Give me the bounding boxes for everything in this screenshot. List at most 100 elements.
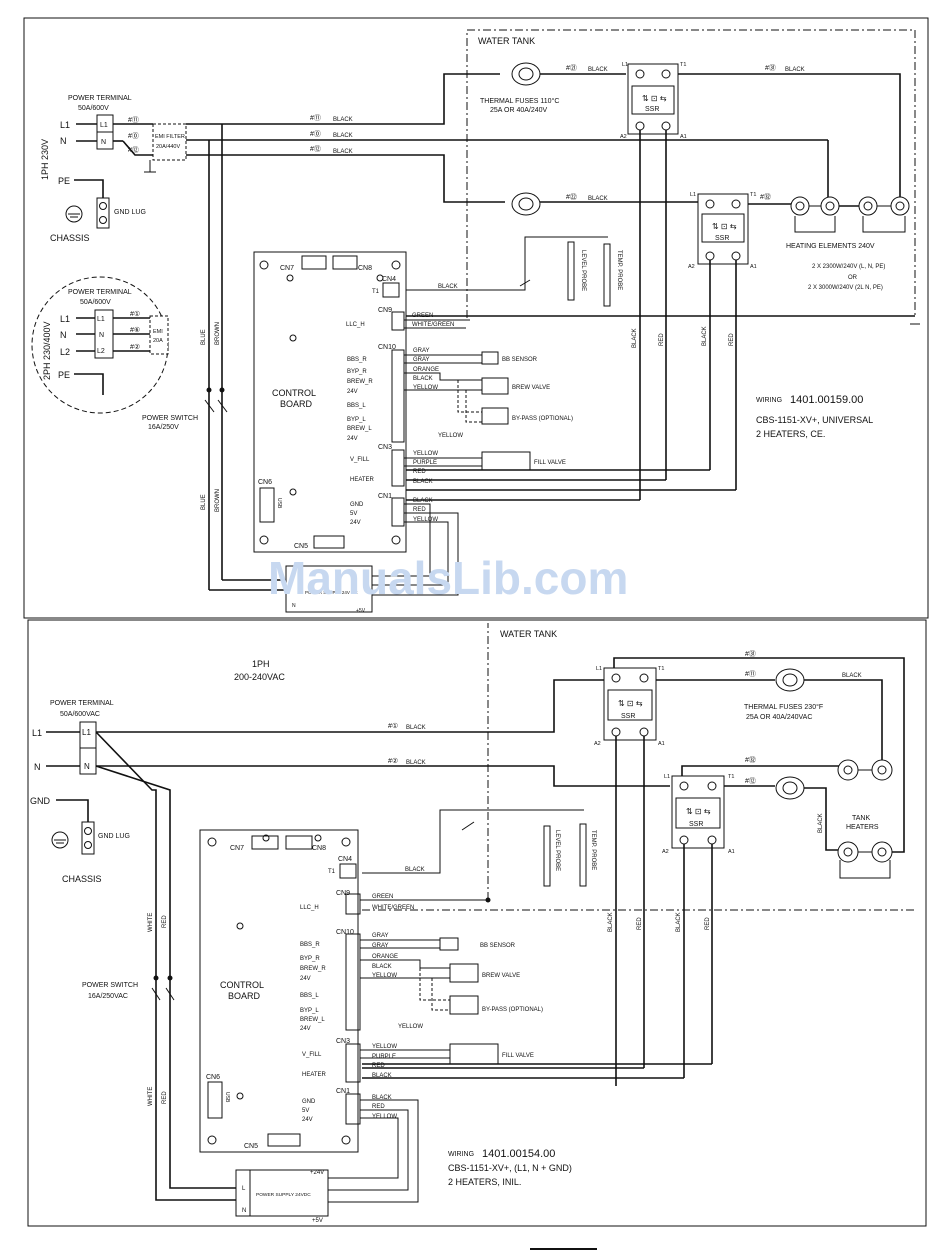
svg-text:#②: #② bbox=[130, 343, 140, 351]
top-emi-filter bbox=[152, 123, 187, 161]
svg-text:YELLOW: YELLOW bbox=[372, 973, 397, 979]
svg-text:THERMAL FUSES 230°F: THERMAL FUSES 230°F bbox=[744, 703, 823, 711]
svg-text:WHITE: WHITE bbox=[148, 1087, 154, 1106]
svg-text:BLACK: BLACK bbox=[588, 196, 608, 202]
svg-text:⇅ ⊡ ⇆: ⇅ ⊡ ⇆ bbox=[642, 94, 667, 103]
svg-text:OR: OR bbox=[848, 275, 858, 281]
svg-text:BLACK: BLACK bbox=[372, 1095, 392, 1101]
svg-text:#㉛: #㉛ bbox=[765, 64, 776, 72]
svg-text:50A/600VAC: 50A/600VAC bbox=[60, 711, 100, 718]
bottom-cn10 bbox=[345, 933, 361, 1031]
svg-text:#⓪: #⓪ bbox=[128, 132, 139, 140]
svg-text:FILL VALVE: FILL VALVE bbox=[534, 460, 566, 466]
svg-text:1401.00154.00: 1401.00154.00 bbox=[482, 1148, 555, 1160]
svg-text:GREEN: GREEN bbox=[412, 313, 433, 319]
bottom-bypass-valve-icon bbox=[449, 995, 479, 1015]
svg-text:BOARD: BOARD bbox=[228, 991, 261, 1001]
svg-text:CN10: CN10 bbox=[336, 929, 354, 936]
svg-text:CN4: CN4 bbox=[382, 276, 396, 283]
svg-text:1401.00159.00: 1401.00159.00 bbox=[790, 394, 863, 406]
bottom-cn4 bbox=[339, 863, 357, 879]
svg-text:L1: L1 bbox=[664, 774, 670, 780]
svg-text:A2: A2 bbox=[620, 134, 627, 140]
bottom-cn8 bbox=[285, 835, 313, 850]
svg-text:#㉛: #㉛ bbox=[745, 650, 756, 658]
svg-text:CN7: CN7 bbox=[230, 845, 244, 852]
bottom-thermal-fuse-2 bbox=[775, 776, 805, 800]
svg-text:2 HEATERS, CE.: 2 HEATERS, CE. bbox=[756, 429, 825, 439]
svg-text:BREW VALVE: BREW VALVE bbox=[512, 385, 550, 391]
svg-text:BROWN: BROWN bbox=[215, 322, 221, 345]
svg-text:BLUE: BLUE bbox=[201, 494, 207, 510]
bottom-ssr-1: ⇅ ⊡ ⇆ SSR bbox=[603, 667, 657, 741]
svg-text:BLACK: BLACK bbox=[702, 326, 708, 346]
svg-text:20A: 20A bbox=[153, 338, 163, 344]
svg-text:A1: A1 bbox=[728, 849, 735, 855]
svg-text:RED: RED bbox=[162, 1091, 168, 1104]
svg-text:2 X 2300W/240V (L, N, PE): 2 X 2300W/240V (L, N, PE) bbox=[812, 264, 885, 270]
top-panel-border bbox=[23, 17, 929, 619]
svg-text:CN8: CN8 bbox=[312, 845, 326, 852]
svg-text:N: N bbox=[99, 332, 104, 339]
svg-text:L1: L1 bbox=[596, 666, 602, 672]
svg-text:GRAY: GRAY bbox=[372, 933, 389, 939]
svg-text:RED: RED bbox=[413, 507, 426, 513]
svg-text:BLACK: BLACK bbox=[818, 813, 824, 833]
top-fill-valve-icon bbox=[481, 451, 531, 471]
svg-text:RED: RED bbox=[637, 917, 643, 930]
svg-text:LEVEL PROBE: LEVEL PROBE bbox=[554, 830, 560, 871]
svg-text:CN1: CN1 bbox=[378, 493, 392, 500]
svg-text:PURPLE: PURPLE bbox=[372, 1054, 396, 1060]
svg-text:#⑫: #⑫ bbox=[310, 145, 321, 153]
bottom-thermal-fuse-1 bbox=[775, 668, 805, 692]
svg-text:BLACK: BLACK bbox=[676, 912, 682, 932]
svg-text:BLACK: BLACK bbox=[842, 673, 862, 679]
svg-text:BYP_R: BYP_R bbox=[300, 956, 320, 962]
svg-text:#㉑: #㉑ bbox=[566, 64, 577, 72]
svg-text:#㉜: #㉜ bbox=[745, 756, 756, 764]
svg-text:#㉒: #㉒ bbox=[566, 193, 577, 201]
svg-text:BLUE: BLUE bbox=[201, 329, 207, 345]
svg-text:BREW VALVE: BREW VALVE bbox=[482, 973, 520, 979]
top-ssr-2: ⇅ ⊡ ⇆ SSR bbox=[697, 193, 749, 265]
svg-text:24V: 24V bbox=[300, 1026, 311, 1032]
svg-text:N: N bbox=[101, 139, 106, 146]
svg-text:YELLOW: YELLOW bbox=[413, 517, 438, 523]
svg-text:BYP_L: BYP_L bbox=[300, 1008, 319, 1014]
top-cn8 bbox=[332, 255, 358, 270]
svg-text:BBS_L: BBS_L bbox=[300, 993, 319, 999]
top-level-probe bbox=[567, 241, 575, 301]
top-cn7 bbox=[301, 255, 327, 270]
svg-text:CBS-1151-XV+, UNIVERSAL: CBS-1151-XV+, UNIVERSAL bbox=[756, 415, 873, 425]
svg-text:CN5: CN5 bbox=[244, 1143, 258, 1150]
bottom-gnd-lug bbox=[81, 821, 95, 855]
svg-text:L1: L1 bbox=[690, 192, 696, 198]
svg-text:BB SENSOR: BB SENSOR bbox=[502, 357, 538, 363]
bottom-cn5 bbox=[267, 1133, 301, 1147]
watermark: ManualsLib.com bbox=[268, 552, 628, 604]
svg-text:BLACK: BLACK bbox=[405, 867, 425, 873]
svg-text:RED: RED bbox=[705, 917, 711, 930]
svg-text:A2: A2 bbox=[662, 849, 669, 855]
svg-text:GRAY: GRAY bbox=[413, 348, 430, 354]
svg-text:THERMAL FUSES 110°C: THERMAL FUSES 110°C bbox=[480, 97, 559, 105]
svg-text:L1: L1 bbox=[60, 314, 70, 324]
svg-text:YELLOW: YELLOW bbox=[413, 385, 438, 391]
svg-text:#①: #① bbox=[130, 310, 140, 318]
svg-text:WIRING: WIRING bbox=[448, 1151, 474, 1158]
top-bb-sensor-icon bbox=[481, 351, 499, 365]
top-power-supply bbox=[285, 565, 373, 613]
svg-text:RED: RED bbox=[659, 333, 665, 346]
svg-text:2 HEATERS, INIL.: 2 HEATERS, INIL. bbox=[448, 1177, 521, 1187]
svg-text:ORANGE: ORANGE bbox=[372, 954, 398, 960]
svg-text:HEATING ELEMENTS 240V: HEATING ELEMENTS 240V bbox=[786, 243, 875, 250]
svg-text:N: N bbox=[292, 603, 296, 609]
svg-text:CN6: CN6 bbox=[258, 479, 272, 486]
svg-text:POWER SUPPLY 24V DC: POWER SUPPLY 24V DC bbox=[305, 590, 358, 595]
svg-text:BLACK: BLACK bbox=[406, 760, 426, 766]
top-cn10 bbox=[391, 349, 405, 443]
top-brew-valve-icon bbox=[481, 377, 509, 395]
bottom-cn1 bbox=[345, 1093, 361, 1125]
svg-text:#⑪: #⑪ bbox=[128, 116, 139, 124]
svg-text:BY-PASS (OPTIONAL): BY-PASS (OPTIONAL) bbox=[482, 1007, 543, 1013]
